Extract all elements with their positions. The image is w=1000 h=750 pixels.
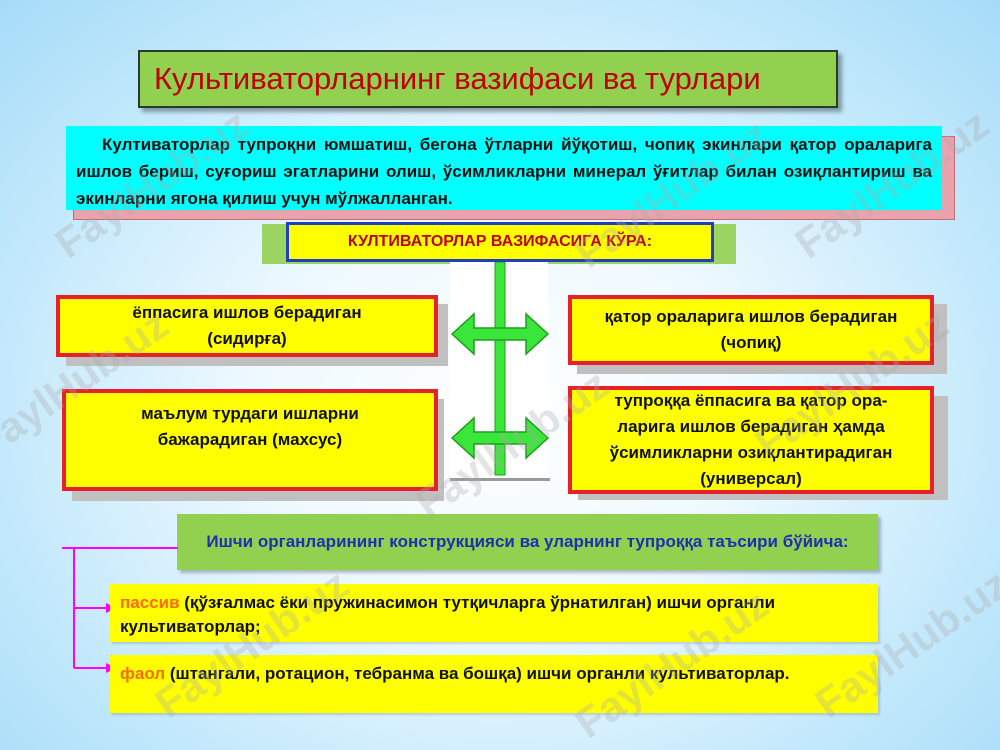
construction-header: Ишчи органларининг конструкцияси ва улар… [177, 514, 878, 570]
universal-type-box: тупроққа ёппасига ва қатор ора- ларига и… [568, 386, 934, 494]
universal-type-line3: ўсимликларни озиқлантирадиган [609, 443, 893, 462]
arrow-panel-baseline [450, 478, 550, 481]
branch-arrows-diagram [450, 262, 550, 476]
continuous-type-line1: ёппасига ишлов берадиган [132, 303, 362, 322]
active-item-text: (штангали, ротацион, тебранма ва бошқа) … [165, 664, 790, 683]
passive-item-label: пассив [120, 593, 180, 612]
active-item-label: фаол [120, 664, 166, 683]
row-type-line2: (чопиқ) [720, 333, 782, 352]
special-type-box: маълум турдаги ишларни бажарадиган (махс… [62, 389, 438, 491]
construction-header-text: Ишчи органларининг конструкцияси ва улар… [206, 532, 849, 551]
row-type-line1: қатор ораларига ишлов берадиган [604, 307, 898, 326]
connector-top-line [62, 547, 178, 549]
universal-type-line1: тупроққа ёппасига ва қатор ора- [614, 391, 888, 410]
definition-box: Култиваторлар тупроқни юмшатиш, бегона ў… [66, 126, 942, 210]
universal-type-line4: (универсал) [700, 469, 802, 488]
row-type-box: қатор ораларига ишлов берадиган (чопиқ) [568, 295, 934, 365]
classification-header-text: КУЛТИВАТОРЛАР ВАЗИФАСИГА КЎРА: [347, 233, 653, 250]
continuous-type-box: ёппасига ишлов берадиган (сидирға) [56, 295, 438, 357]
special-type-line2: бажарадиган (махсус) [157, 430, 343, 449]
classification-header: КУЛТИВАТОРЛАР ВАЗИФАСИГА КЎРА: [286, 222, 714, 262]
definition-text: Култиваторлар тупроқни юмшатиш, бегона ў… [76, 135, 932, 208]
universal-type-line2: ларига ишлов берадиган ҳамда [617, 417, 885, 436]
title-text: Культиваторларнинг вазифаси ва турлари [154, 61, 761, 96]
passive-item: пассив (қўзғалмас ёки пружинасимон тутқи… [110, 584, 878, 642]
special-type-line1: маълум турдаги ишларни [141, 404, 359, 423]
upper-double-arrow [450, 312, 550, 356]
continuous-type-line2: (сидирға) [207, 329, 287, 348]
lower-double-arrow [450, 416, 550, 460]
passive-item-text: (қўзғалмас ёки пружинасимон тутқичларга … [120, 593, 776, 636]
page-title: Культиваторларнинг вазифаси ва турлари [138, 50, 838, 108]
vertical-stem [494, 262, 506, 476]
active-item: фаол (штангали, ротацион, тебранма ва бо… [110, 655, 878, 713]
